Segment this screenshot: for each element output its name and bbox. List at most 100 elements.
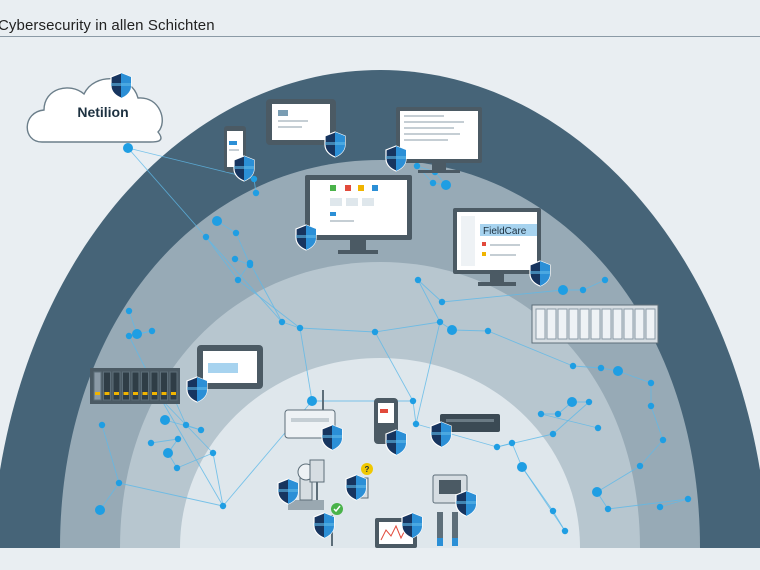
analysis-sensor-icon[interactable]: ? xyxy=(345,463,373,501)
network-node xyxy=(98,421,106,429)
network-node xyxy=(232,229,240,237)
network-node xyxy=(125,307,133,315)
network-link xyxy=(160,398,224,507)
network-node xyxy=(182,421,190,429)
shield-icon xyxy=(277,478,299,505)
smartphone-icon[interactable] xyxy=(224,126,255,182)
level-sensor-icon[interactable] xyxy=(309,459,325,500)
network-link xyxy=(415,321,441,425)
network-link xyxy=(101,424,120,484)
network-node xyxy=(558,285,568,295)
network-link xyxy=(451,329,489,332)
network-node xyxy=(436,318,444,326)
network-node xyxy=(95,505,105,515)
netilion-cloud[interactable]: Netilion xyxy=(26,72,163,143)
fieldcare-label: FieldCare xyxy=(483,226,527,237)
network-node xyxy=(234,276,242,284)
cloud-label: Netilion xyxy=(77,104,128,120)
network-node xyxy=(508,439,516,447)
io-slot xyxy=(160,371,168,401)
network-link xyxy=(417,279,441,323)
analysis-sensor-icon[interactable] xyxy=(437,512,458,546)
shield-icon xyxy=(321,424,343,451)
display-device-icon[interactable] xyxy=(432,474,477,517)
io-module-icon[interactable] xyxy=(90,368,180,404)
network-node xyxy=(147,439,155,447)
network-link xyxy=(521,466,566,532)
network-node xyxy=(252,189,260,197)
monitor-icon[interactable]: FieldCare xyxy=(453,208,551,287)
network-link xyxy=(176,452,214,469)
rugged-tablet-icon[interactable] xyxy=(186,345,263,403)
network-node xyxy=(160,415,170,425)
io-slot-indicator xyxy=(171,392,176,395)
network-link xyxy=(659,498,689,508)
io-slot xyxy=(131,371,140,401)
network-node xyxy=(409,397,417,405)
shield-icon xyxy=(110,72,132,99)
network-node xyxy=(636,462,644,470)
network-node xyxy=(219,502,227,510)
network-link xyxy=(415,423,498,448)
network-node xyxy=(647,379,655,387)
network-node xyxy=(438,298,446,306)
io-slot xyxy=(150,371,159,401)
shield-icon xyxy=(529,260,551,287)
network-node xyxy=(250,175,258,183)
monitor-icon[interactable] xyxy=(385,107,482,173)
network-link xyxy=(237,279,301,329)
network-node xyxy=(371,328,379,336)
analysis-sensor-icon[interactable] xyxy=(313,503,343,546)
network-link xyxy=(235,232,251,266)
network-node xyxy=(554,410,562,418)
network-node xyxy=(148,327,156,335)
network-link xyxy=(441,289,564,303)
rack-slot xyxy=(568,308,579,340)
network-link xyxy=(374,331,414,402)
network-node xyxy=(212,216,222,226)
rack-slot xyxy=(590,308,601,340)
network-link xyxy=(417,279,443,303)
network-node xyxy=(125,332,133,340)
network-node xyxy=(429,179,437,187)
network-link xyxy=(617,370,652,384)
svg-text:?: ? xyxy=(365,465,370,474)
network-node xyxy=(209,449,217,457)
io-slot-indicator xyxy=(133,392,138,395)
io-slot xyxy=(122,371,130,401)
rack-slot xyxy=(623,308,634,340)
network-node xyxy=(493,443,501,451)
network-link xyxy=(127,147,207,238)
network-node xyxy=(163,448,173,458)
io-slot-indicator xyxy=(152,392,157,395)
network-link xyxy=(496,433,554,448)
handheld-icon[interactable] xyxy=(374,398,407,456)
network-node xyxy=(278,318,286,326)
network-node xyxy=(296,324,304,332)
rack-slot xyxy=(634,308,645,340)
gateway-icon[interactable] xyxy=(284,390,343,451)
network-node xyxy=(123,143,133,153)
rack-slot xyxy=(546,308,557,340)
network-node xyxy=(231,255,239,263)
network-node xyxy=(537,410,545,418)
network-link xyxy=(212,452,224,507)
network-link xyxy=(650,405,664,441)
plc-rack-icon[interactable] xyxy=(531,304,659,344)
network-link xyxy=(416,165,434,184)
network-nodes xyxy=(95,143,692,535)
io-slot-indicator xyxy=(161,392,167,395)
network-link xyxy=(582,279,606,291)
rack-slot xyxy=(557,308,568,340)
network-node xyxy=(592,487,602,497)
network-node xyxy=(517,462,527,472)
network-node xyxy=(414,276,422,284)
panel-recorder-icon[interactable] xyxy=(375,512,423,548)
title-bar: Cybersecurity in allen Schichten xyxy=(0,0,760,37)
io-slot xyxy=(141,371,149,401)
tablet-icon[interactable] xyxy=(266,99,346,158)
monitor-icon[interactable] xyxy=(295,175,412,254)
network-link xyxy=(150,438,179,444)
edge-device-icon[interactable] xyxy=(430,414,500,448)
network-link xyxy=(607,498,689,510)
